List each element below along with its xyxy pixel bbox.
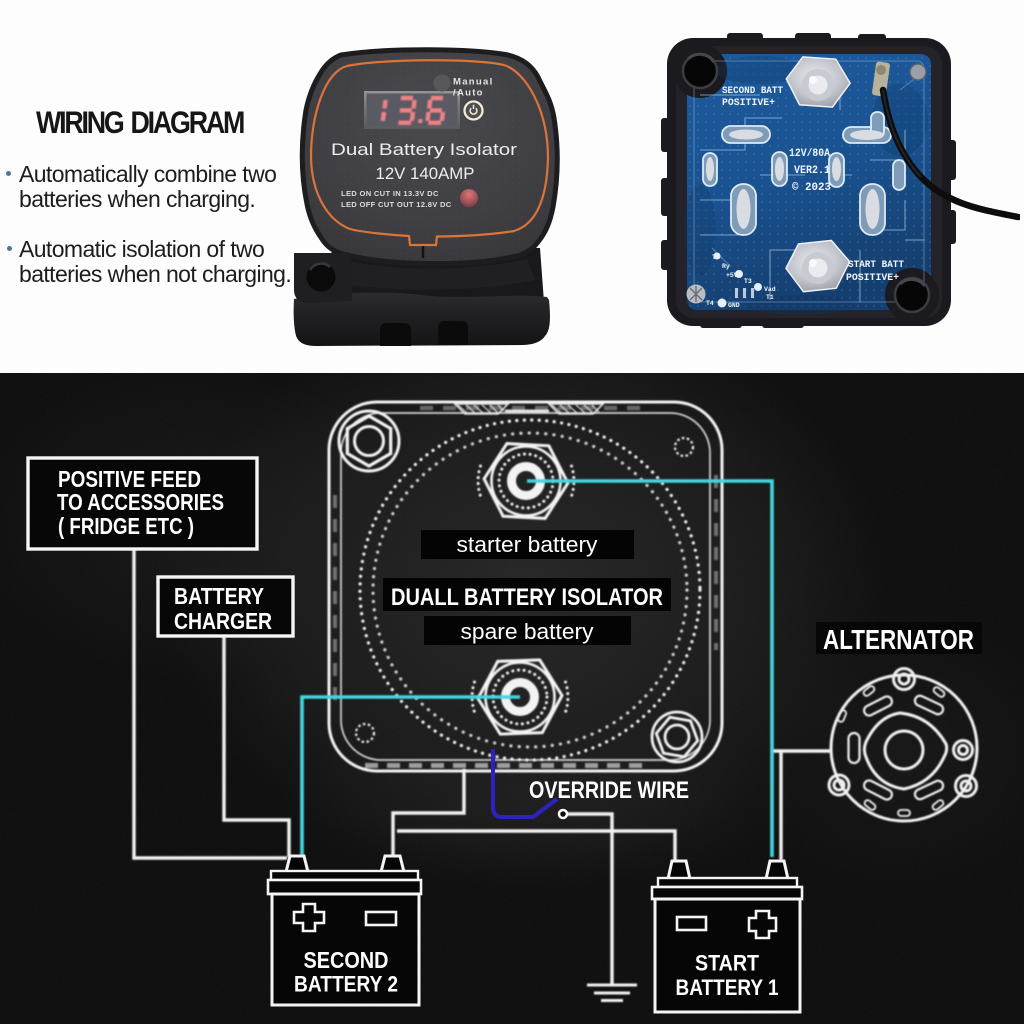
svg-text:POSITIVE FEED: POSITIVE FEED bbox=[58, 466, 201, 492]
svg-text:spare battery: spare battery bbox=[461, 619, 595, 644]
svg-text:T3: T3 bbox=[744, 278, 752, 285]
svg-text:OVERRIDE WIRE: OVERRIDE WIRE bbox=[529, 777, 689, 804]
svg-text:Manual: Manual bbox=[453, 77, 494, 88]
svg-text:BATTERY: BATTERY bbox=[174, 583, 264, 609]
svg-text:GND: GND bbox=[728, 302, 740, 309]
svg-text:starter battery: starter battery bbox=[457, 532, 599, 557]
svg-text:START BATT: START BATT bbox=[848, 260, 904, 271]
svg-text:POSITIVE+: POSITIVE+ bbox=[722, 98, 775, 109]
svg-text:Vad: Vad bbox=[764, 286, 776, 293]
svg-text:Ry: Ry bbox=[722, 263, 730, 270]
svg-text:DUALL BATTERY ISOLATOR: DUALL BATTERY ISOLATOR bbox=[391, 584, 663, 611]
svg-text:12V/80A: 12V/80A bbox=[789, 148, 830, 160]
svg-text:LED ON CUT IN 13.3V DC: LED ON CUT IN 13.3V DC bbox=[341, 189, 439, 198]
svg-text:TO ACCESSORIES: TO ACCESSORIES bbox=[57, 489, 224, 515]
svg-text:/Auto: /Auto bbox=[453, 88, 484, 99]
svg-text:START: START bbox=[695, 951, 759, 976]
svg-text:SECOND BATT: SECOND BATT bbox=[722, 86, 783, 97]
svg-text:+5V: +5V bbox=[726, 272, 738, 279]
svg-text:ALTERNATOR: ALTERNATOR bbox=[823, 624, 974, 655]
svg-text:CHARGER: CHARGER bbox=[174, 608, 272, 634]
svg-text:SECOND: SECOND bbox=[304, 947, 389, 973]
svg-text:© 2023: © 2023 bbox=[792, 182, 831, 194]
svg-text:BATTERY 1: BATTERY 1 bbox=[676, 975, 779, 1000]
svg-text:LED OFF CUT OUT 12.8V DC: LED OFF CUT OUT 12.8V DC bbox=[341, 200, 452, 209]
svg-text:Dual Battery Isolator: Dual Battery Isolator bbox=[331, 140, 517, 159]
svg-text:BATTERY 2: BATTERY 2 bbox=[294, 972, 398, 997]
svg-text:VER2.1: VER2.1 bbox=[794, 165, 830, 177]
svg-text:POSITIVE+: POSITIVE+ bbox=[846, 273, 899, 284]
svg-text:T4: T4 bbox=[706, 300, 714, 307]
svg-text:T1: T1 bbox=[766, 294, 774, 301]
svg-text:12V 140AMP: 12V 140AMP bbox=[376, 165, 475, 183]
svg-text:( FRIDGE ETC ): ( FRIDGE ETC ) bbox=[58, 513, 194, 539]
